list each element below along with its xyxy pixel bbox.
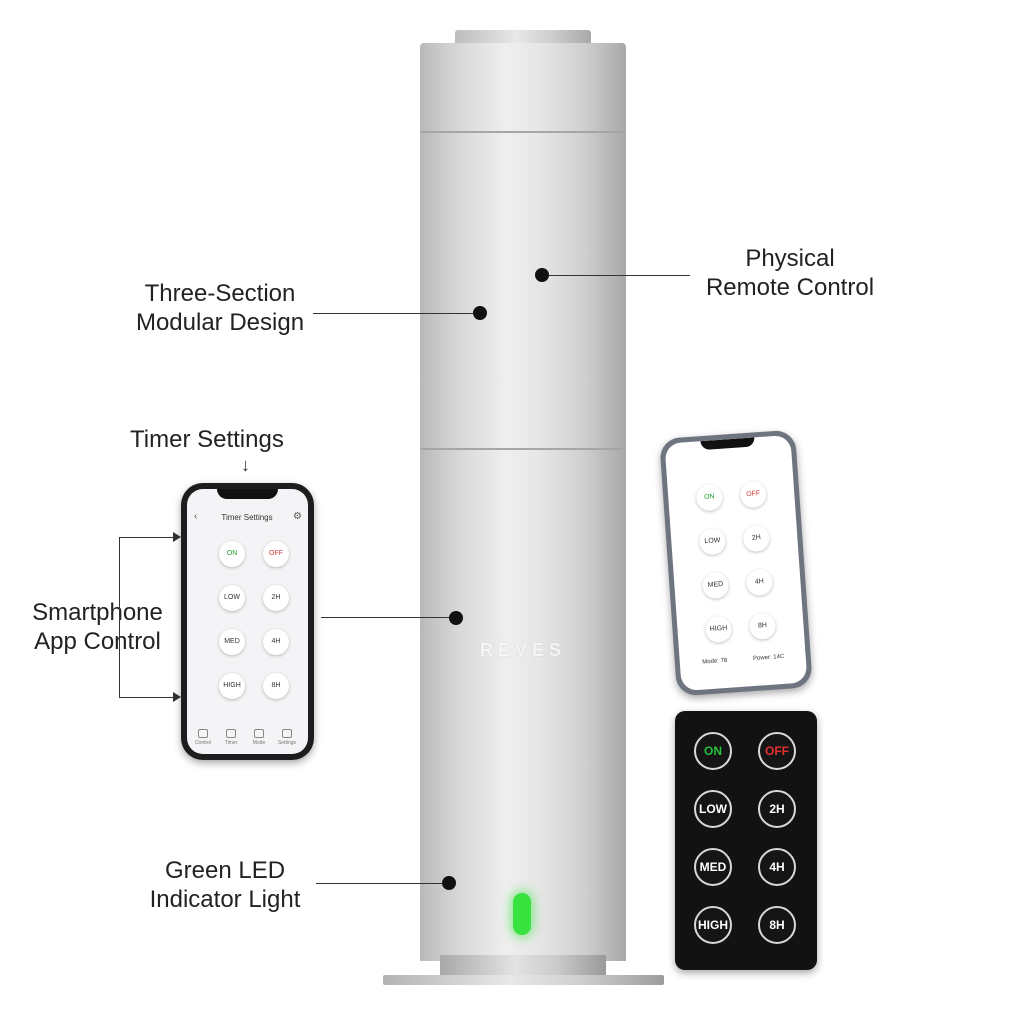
callout-dot-app — [449, 611, 463, 625]
remote-app-footer-left: Mode: 78 — [702, 657, 728, 666]
label-remote-control: Physical Remote Control — [690, 244, 890, 302]
app-nav-settings[interactable]: Settings — [275, 729, 299, 746]
bracket-bottom — [119, 697, 174, 698]
app-8h-button[interactable]: 8H — [263, 673, 289, 699]
phone-notch — [217, 489, 278, 499]
remote-app-off-button[interactable]: OFF — [739, 480, 768, 509]
remote-8h-button[interactable]: 8H — [758, 906, 796, 944]
arrow-right-icon — [173, 692, 181, 702]
label-modular-design: Three-Section Modular Design — [110, 279, 330, 337]
label-led: Green LED Indicator Light — [135, 856, 315, 914]
remote-2h-button[interactable]: 2H — [758, 790, 796, 828]
nav-settings-icon — [282, 729, 292, 738]
tower-body — [420, 43, 626, 961]
settings-icon[interactable]: ⚙ — [293, 511, 302, 522]
label-remote-line2: Remote Control — [705, 274, 875, 301]
remote-app-screen: ON OFF LOW 2H MED 4H HIGH 8H Mode: 78 Power: 14… — [664, 434, 808, 692]
app-2h-button[interactable]: 2H — [263, 585, 289, 611]
remote-app-low-button[interactable]: LOW — [698, 527, 727, 556]
app-nav-timer[interactable]: Timer — [219, 729, 243, 746]
label-app-control: Smartphone App Control — [10, 598, 185, 656]
tower-base-plate — [383, 975, 664, 985]
arrow-right-icon — [173, 532, 181, 542]
label-remote-line1: Physical — [745, 245, 835, 272]
label-modular-line1: Three-Section — [144, 280, 296, 307]
app-screen: ‹ Timer Settings ⚙ ON OFF LOW 2H MED 4H HIGH 8H… — [187, 489, 308, 754]
label-led-line1: Green LED — [164, 857, 286, 884]
smartphone-remote: ON OFF LOW 2H MED 4H HIGH 8H Mode: 78 Power: 14… — [659, 429, 813, 697]
app-nav-label: Control — [194, 740, 212, 746]
remote-app-on-button[interactable]: ON — [695, 483, 724, 512]
arrow-down-icon: ↓ — [241, 455, 250, 475]
label-timer-settings: Timer Settings — [130, 426, 284, 453]
remote-4h-button[interactable]: 4H — [758, 848, 796, 886]
label-modular-line2: Modular Design — [135, 309, 305, 336]
app-low-button[interactable]: LOW — [219, 585, 245, 611]
app-nav-mode[interactable]: Mode — [247, 729, 271, 746]
remote-high-button[interactable]: HIGH — [694, 906, 732, 944]
remote-med-button[interactable]: MED — [694, 848, 732, 886]
callout-line-led — [316, 883, 449, 884]
remote-low-button[interactable]: LOW — [694, 790, 732, 828]
callout-line-app — [321, 617, 454, 618]
remote-app-med-button[interactable]: MED — [701, 571, 730, 600]
nav-timer-icon — [226, 729, 236, 738]
app-med-button[interactable]: MED — [219, 629, 245, 655]
remote-app-footer-right: Power: 14C — [752, 653, 785, 663]
green-led-indicator — [513, 893, 531, 935]
label-led-line2: Indicator Light — [149, 886, 301, 913]
app-high-button[interactable]: HIGH — [219, 673, 245, 699]
smartphone-app: ‹ Timer Settings ⚙ ON OFF LOW 2H MED 4H HIGH 8H… — [181, 483, 314, 760]
app-nav-label: Timer — [224, 740, 238, 746]
app-on-button[interactable]: ON — [219, 541, 245, 567]
app-off-button[interactable]: OFF — [263, 541, 289, 567]
app-4h-button[interactable]: 4H — [263, 629, 289, 655]
tower-top-cap — [455, 30, 591, 46]
physical-remote: ON OFF LOW 2H MED 4H HIGH 8H — [675, 711, 817, 970]
brand-logo: REVES — [479, 640, 567, 660]
callout-dot-modular — [473, 306, 487, 320]
label-app-line2: App Control — [34, 628, 161, 655]
phone-notch — [700, 437, 755, 451]
tower-seam-middle — [420, 448, 626, 450]
remote-app-2h-button[interactable]: 2H — [742, 524, 771, 553]
remote-off-button[interactable]: OFF — [758, 732, 796, 770]
remote-app-4h-button[interactable]: 4H — [745, 568, 774, 597]
bracket-line — [119, 537, 120, 697]
tower-seam-top — [420, 131, 626, 133]
app-title: Timer Settings — [221, 513, 273, 522]
remote-on-button[interactable]: ON — [694, 732, 732, 770]
callout-line-modular — [313, 313, 481, 314]
nav-mode-icon — [254, 729, 264, 738]
label-app-line1: Smartphone — [32, 599, 163, 626]
remote-app-high-button[interactable]: HIGH — [704, 615, 733, 644]
callout-dot-led — [442, 876, 456, 890]
bracket-top — [119, 537, 174, 538]
app-nav-label: Settings — [277, 740, 297, 746]
nav-control-icon — [198, 729, 208, 738]
remote-app-8h-button[interactable]: 8H — [748, 612, 777, 641]
app-nav-label: Mode — [252, 740, 266, 746]
callout-line-remote — [543, 275, 690, 276]
app-nav-control[interactable]: Control — [191, 729, 215, 746]
back-icon[interactable]: ‹ — [194, 511, 198, 522]
callout-dot-remote — [535, 268, 549, 282]
